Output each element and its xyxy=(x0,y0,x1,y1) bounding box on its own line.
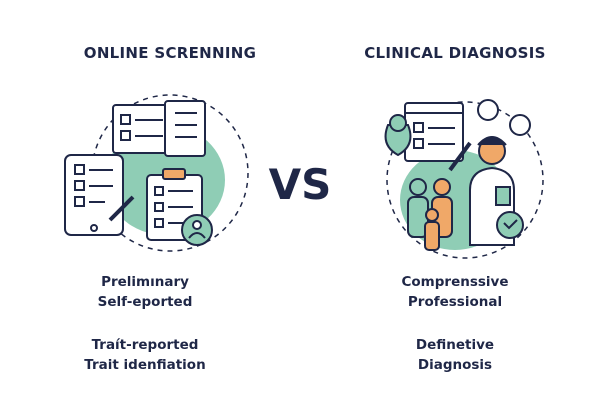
medical-report-icon xyxy=(404,102,472,172)
right-line-4: Diagnosis xyxy=(417,357,493,373)
clinical-diagnosis-illustration xyxy=(384,99,544,259)
vs-label: VS xyxy=(268,160,332,209)
left-line-1: Prelimınary xyxy=(101,274,189,290)
checklist-tablet-icon xyxy=(64,154,135,236)
user-badge-icon xyxy=(181,214,213,246)
right-line-3: Definetive xyxy=(415,337,495,353)
family-icon xyxy=(407,178,453,251)
left-line-4: Trait idenfiation xyxy=(84,357,206,373)
online-screening-title: ONLINE SCRENNING xyxy=(83,44,257,62)
left-line-2: Self-eported xyxy=(97,294,193,310)
right-line-2: Professional xyxy=(407,294,503,310)
clinical-diagnosis-title: CLINICAL DIAGNOSIS xyxy=(364,44,546,62)
left-line-3: Traít-reported xyxy=(91,337,199,353)
user-circle-icons xyxy=(477,99,531,136)
document-checklist-icon xyxy=(112,100,206,157)
brain-jar-icon xyxy=(384,114,412,157)
right-line-1: Comprenssive xyxy=(401,274,509,290)
heart-badge-icon xyxy=(496,211,524,239)
online-screening-illustration xyxy=(64,94,249,252)
